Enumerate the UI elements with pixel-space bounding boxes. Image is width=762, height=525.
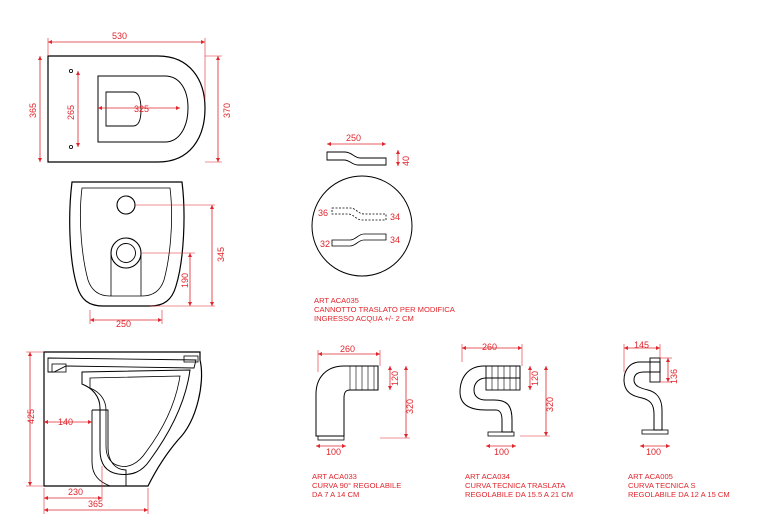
rear-outlet-height-label: 190: [180, 273, 190, 288]
aca035-detail-circle: [311, 175, 413, 277]
aca033-bottom-label: 100: [326, 447, 341, 457]
rear-view: 345 190 250: [69, 181, 226, 329]
aca035-caption: ART ACA035 CANNOTTO TRASLATO PER MODIFIC…: [314, 296, 455, 323]
aca035-detail-left-bottom: 32: [320, 239, 330, 249]
top-view-hole-top: [69, 69, 74, 74]
rear-outlet-outer: [110, 237, 142, 269]
aca005-drawing: 145 136 100: [623, 340, 679, 457]
top-view-hole-bottom: [69, 144, 74, 149]
rear-outlet-inner: [116, 243, 136, 263]
side-view-water-inlet: [183, 355, 199, 363]
aca005-caption: ART ACA005 CURVA TECNICA S REGOLABILE DA…: [628, 472, 730, 499]
side-view-trap: [91, 409, 127, 487]
aca033-right-small-label: 120: [390, 371, 400, 386]
aca005-caption-line-2: CURVA TECNICA S: [628, 481, 696, 490]
aca035-detail-right-bottom: 34: [390, 235, 400, 245]
top-width-label: 530: [112, 31, 127, 41]
aca034-right-small-label: 120: [530, 371, 540, 386]
aca034-right-large-label: 320: [545, 397, 555, 412]
aca034-caption: ART ACA034 CURVA TECNICA TRASLATA REGOLA…: [465, 472, 573, 499]
aca034-bottom-label: 100: [494, 447, 509, 457]
top-view-seat-inner: [97, 75, 189, 143]
aca035-caption-line-1: ART ACA035: [314, 296, 359, 305]
rear-view-outline: [69, 181, 185, 307]
aca035-detail-right-top: 34: [390, 212, 400, 222]
aca034-curve: [459, 365, 521, 433]
aca005-curve: [623, 361, 663, 431]
side-section-view: 425 140 230 365: [26, 351, 203, 514]
aca005-width-label: 145: [634, 340, 649, 350]
aca033-drawing: 260 120 320 100: [315, 344, 415, 457]
aca035-length-label: 250: [346, 133, 361, 143]
top-view: 530 365 370 265 325: [28, 31, 232, 163]
top-view-bowl-opening: [105, 91, 142, 127]
top-inner-width-label: 325: [134, 104, 149, 114]
aca035-caption-line-2: CANNOTTO TRASLATO PER MODIFICA: [314, 305, 455, 314]
aca033-right-large-label: 320: [405, 399, 415, 414]
aca005-bottom-label: 100: [646, 447, 661, 457]
aca033-elbow: [315, 365, 379, 437]
aca035-caption-line-3: INGRESSO ACQUA +/- 2 CM: [314, 314, 414, 323]
aca033-caption-line-1: ART ACA033: [312, 472, 357, 481]
top-depth-left-label: 365: [28, 103, 38, 118]
aca034-width-label: 260: [482, 342, 497, 352]
side-view-bracket: [51, 363, 67, 373]
aca034-drawing: 260 120 320 100: [459, 342, 555, 457]
aca005-caption-line-3: REGOLABILE DA 12 A 15 CM: [628, 490, 730, 499]
aca034-caption-line-2: CURVA TECNICA TRASLATA: [465, 481, 566, 490]
rear-height-label: 345: [216, 247, 226, 262]
aca033-width-label: 260: [340, 344, 355, 354]
rear-water-inlet: [116, 195, 136, 215]
aca033-caption: ART ACA033 CURVA 90° REGOLABILE DA 7 A 1…: [312, 472, 401, 499]
aca034-caption-line-1: ART ACA034: [465, 472, 510, 481]
side-view-outline: [43, 351, 203, 487]
aca005-right-label: 136: [669, 369, 679, 384]
side-width-label: 365: [88, 499, 103, 509]
aca035-height-label: 40: [401, 156, 411, 166]
aca033-caption-line-2: CURVA 90° REGOLABILE: [312, 481, 402, 490]
aca005-caption-line-1: ART ACA005: [628, 472, 673, 481]
top-view-outline: [47, 55, 206, 163]
rear-view-inner-recess: [79, 187, 173, 297]
aca034-caption-line-3: REGOLABILE DA 15.5 A 21 CM: [465, 490, 574, 499]
rear-base-width-label: 250: [116, 319, 131, 329]
side-outlet-depth-label: 140: [58, 417, 73, 427]
aca035-detail-left-top: 36: [318, 208, 328, 218]
side-height-label: 425: [26, 409, 36, 424]
aca035-detail-bottom: [331, 233, 387, 247]
aca033-caption-line-3: DA 7 A 14 CM: [312, 490, 360, 499]
aca035-detail-top: [331, 207, 387, 221]
side-outlet-offset-label: 230: [68, 487, 83, 497]
side-view-bowl-outer: [81, 369, 191, 475]
side-view-bowl-inner: [89, 375, 181, 467]
top-depth-right-label: 370: [222, 103, 232, 118]
aca035-drawing: 250 40 36 34 32 34: [311, 133, 413, 277]
top-holes-spacing-label: 265: [66, 105, 76, 120]
aca035-part: [326, 151, 387, 166]
